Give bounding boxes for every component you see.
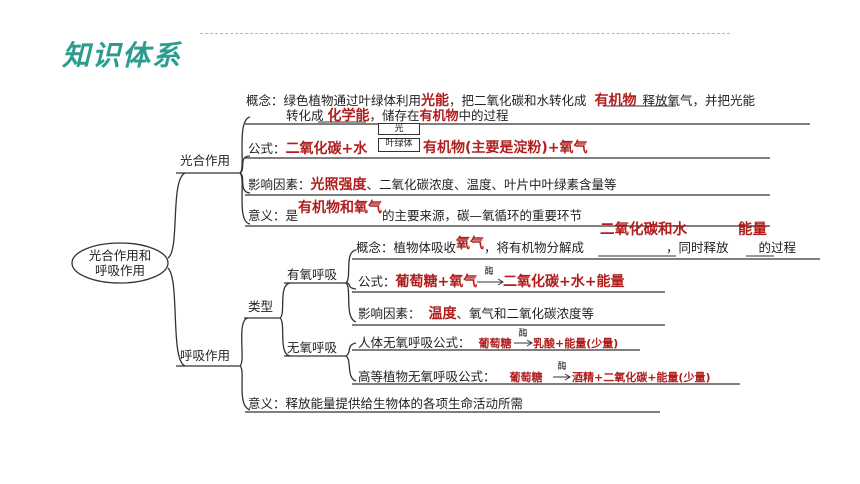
answer-organic-oxygen: 有机物和氧气 [298, 200, 383, 216]
photo-concept-suffix: 释放氧气，并把光能 [642, 93, 756, 108]
resp-formula-right: 二氧化碳+水+能量 [503, 274, 625, 290]
photo-meaning: 意义：是有机物和氧气的主要来源，碳—氧循环的重要环节 [248, 200, 583, 224]
resp-factor-suffix: 、氧气和二氧化碳浓度等 [456, 306, 595, 321]
human-anaerobic-prefix: 人体无氧呼吸公式： [358, 335, 471, 350]
resp-formula-left: 葡萄糖+氧气 [395, 274, 478, 290]
answer-energy: 能量 [738, 222, 767, 238]
root-node-border [71, 242, 169, 284]
photo-factors: 影响因素：光照强度、二氧化碳浓度、温度、叶片中叶绿素含量等 [248, 177, 617, 193]
photo-concept-line1: 概念：绿色植物通过叶绿体利用光能，把二氧化碳和水转化成有机物释放氧气，并把光能 [246, 93, 755, 109]
photo-concept-line2: 转化成化学能，储存在有机物中的过程 [286, 108, 509, 125]
plant-formula-right: 酒精+二氧化碳+能量(少量) [572, 371, 711, 384]
root-line-2: 呼吸作用 [94, 263, 145, 278]
page-title: 知识体系 [62, 39, 183, 72]
resp-enzyme-label: 酶 [480, 267, 498, 277]
root-to-photo-connector [167, 172, 186, 259]
branch-photosynthesis: 光合作用 [180, 153, 231, 168]
human-formula-right: 乳酸+能量(少量) [533, 337, 619, 350]
photo-factor-prefix: 影响因素： [248, 177, 311, 192]
formula-light-label: 光 [378, 123, 420, 135]
plant-formula-left: 葡萄糖 [509, 371, 543, 384]
photo-concept-prefix: 概念：绿色植物通过叶绿体利用 [246, 93, 422, 108]
header-divider [200, 33, 730, 34]
answer-temperature: 温度 [428, 306, 457, 322]
human-formula-left: 葡萄糖 [478, 337, 512, 350]
answer-light-energy: 光能 [421, 93, 450, 109]
answer-chemical-energy: 化学能 [327, 108, 370, 124]
answer-co2-water: 二氧化碳和水 [600, 222, 687, 238]
answer-light-intensity: 光照强度 [310, 177, 367, 193]
root-line-1: 光合作用和 [88, 248, 152, 263]
resp-factor-prefix: 影响因素： [358, 306, 421, 321]
photo-formula-right: 有机物(主要是淀粉)+氧气 [423, 140, 588, 156]
photo-concept-mid: ，把二氧化碳和水转化成 [449, 93, 587, 108]
photo-formula-prefix: 公式： [248, 141, 286, 156]
photo-factor-suffix: 、二氧化碳浓度、温度、叶片中叶绿素含量等 [366, 177, 617, 192]
human-enzyme-label: 酶 [516, 329, 530, 339]
plant-enzyme-label: 酶 [555, 362, 569, 372]
resp-concept-prefix: 概念：植物体吸收 [356, 240, 457, 255]
resp-factors: 影响因素： 温度、氧气和二氧化碳浓度等 [358, 306, 594, 322]
photo-concept2-suffix: 中的过程 [458, 108, 509, 123]
resp-formula: 公式：葡萄糖+氧气 [358, 274, 477, 290]
resp-concept: 概念：植物体吸收氧气，将有机物分解成 ，同时释放 的过程 [356, 236, 797, 256]
resp-concept-mid2: ，同时释放 [666, 240, 729, 255]
photo-meaning-suffix: 的主要来源，碳—氧循环的重要环节 [382, 208, 583, 223]
photo-concept2-prefix: 转化成 [286, 108, 324, 123]
resp-anaerobic-label: 无氧呼吸 [287, 340, 338, 355]
formula-chloroplast-label: 叶绿体 [378, 138, 420, 152]
resp-type-label: 类型 [248, 299, 274, 314]
plant-anaerobic: 高等植物无氧呼吸公式： 葡萄糖 [358, 369, 543, 386]
resp-formula-prefix: 公式： [358, 274, 396, 289]
plant-anaerobic-prefix: 高等植物无氧呼吸公式： [358, 369, 496, 384]
root-node: 光合作用和 呼吸作用 [80, 248, 160, 278]
answer-oxygen: 氧气 [456, 236, 485, 252]
resp-meaning: 意义：释放能量提供给生物体的各项生命活动所需 [248, 396, 524, 411]
photo-formula-left: 二氧化碳+水 [285, 141, 368, 157]
photo-meaning-prefix: 意义：是 [248, 208, 299, 223]
photo-formula: 公式：二氧化碳+水 [248, 141, 367, 157]
branch-respiration: 呼吸作用 [180, 348, 231, 363]
human-anaerobic: 人体无氧呼吸公式： 葡萄糖 [358, 335, 512, 352]
resp-concept-suffix: 的过程 [758, 240, 797, 255]
resp-concept-mid: ，将有机物分解成 [484, 240, 585, 255]
answer-organic-storage: 有机物 [419, 109, 459, 124]
resp-aerobic-label: 有氧呼吸 [287, 267, 338, 282]
root-to-resp-connector [167, 267, 186, 367]
answer-organic-matter: 有机物 [594, 93, 637, 109]
photo-concept2-mid: ，储存在 [369, 108, 420, 123]
